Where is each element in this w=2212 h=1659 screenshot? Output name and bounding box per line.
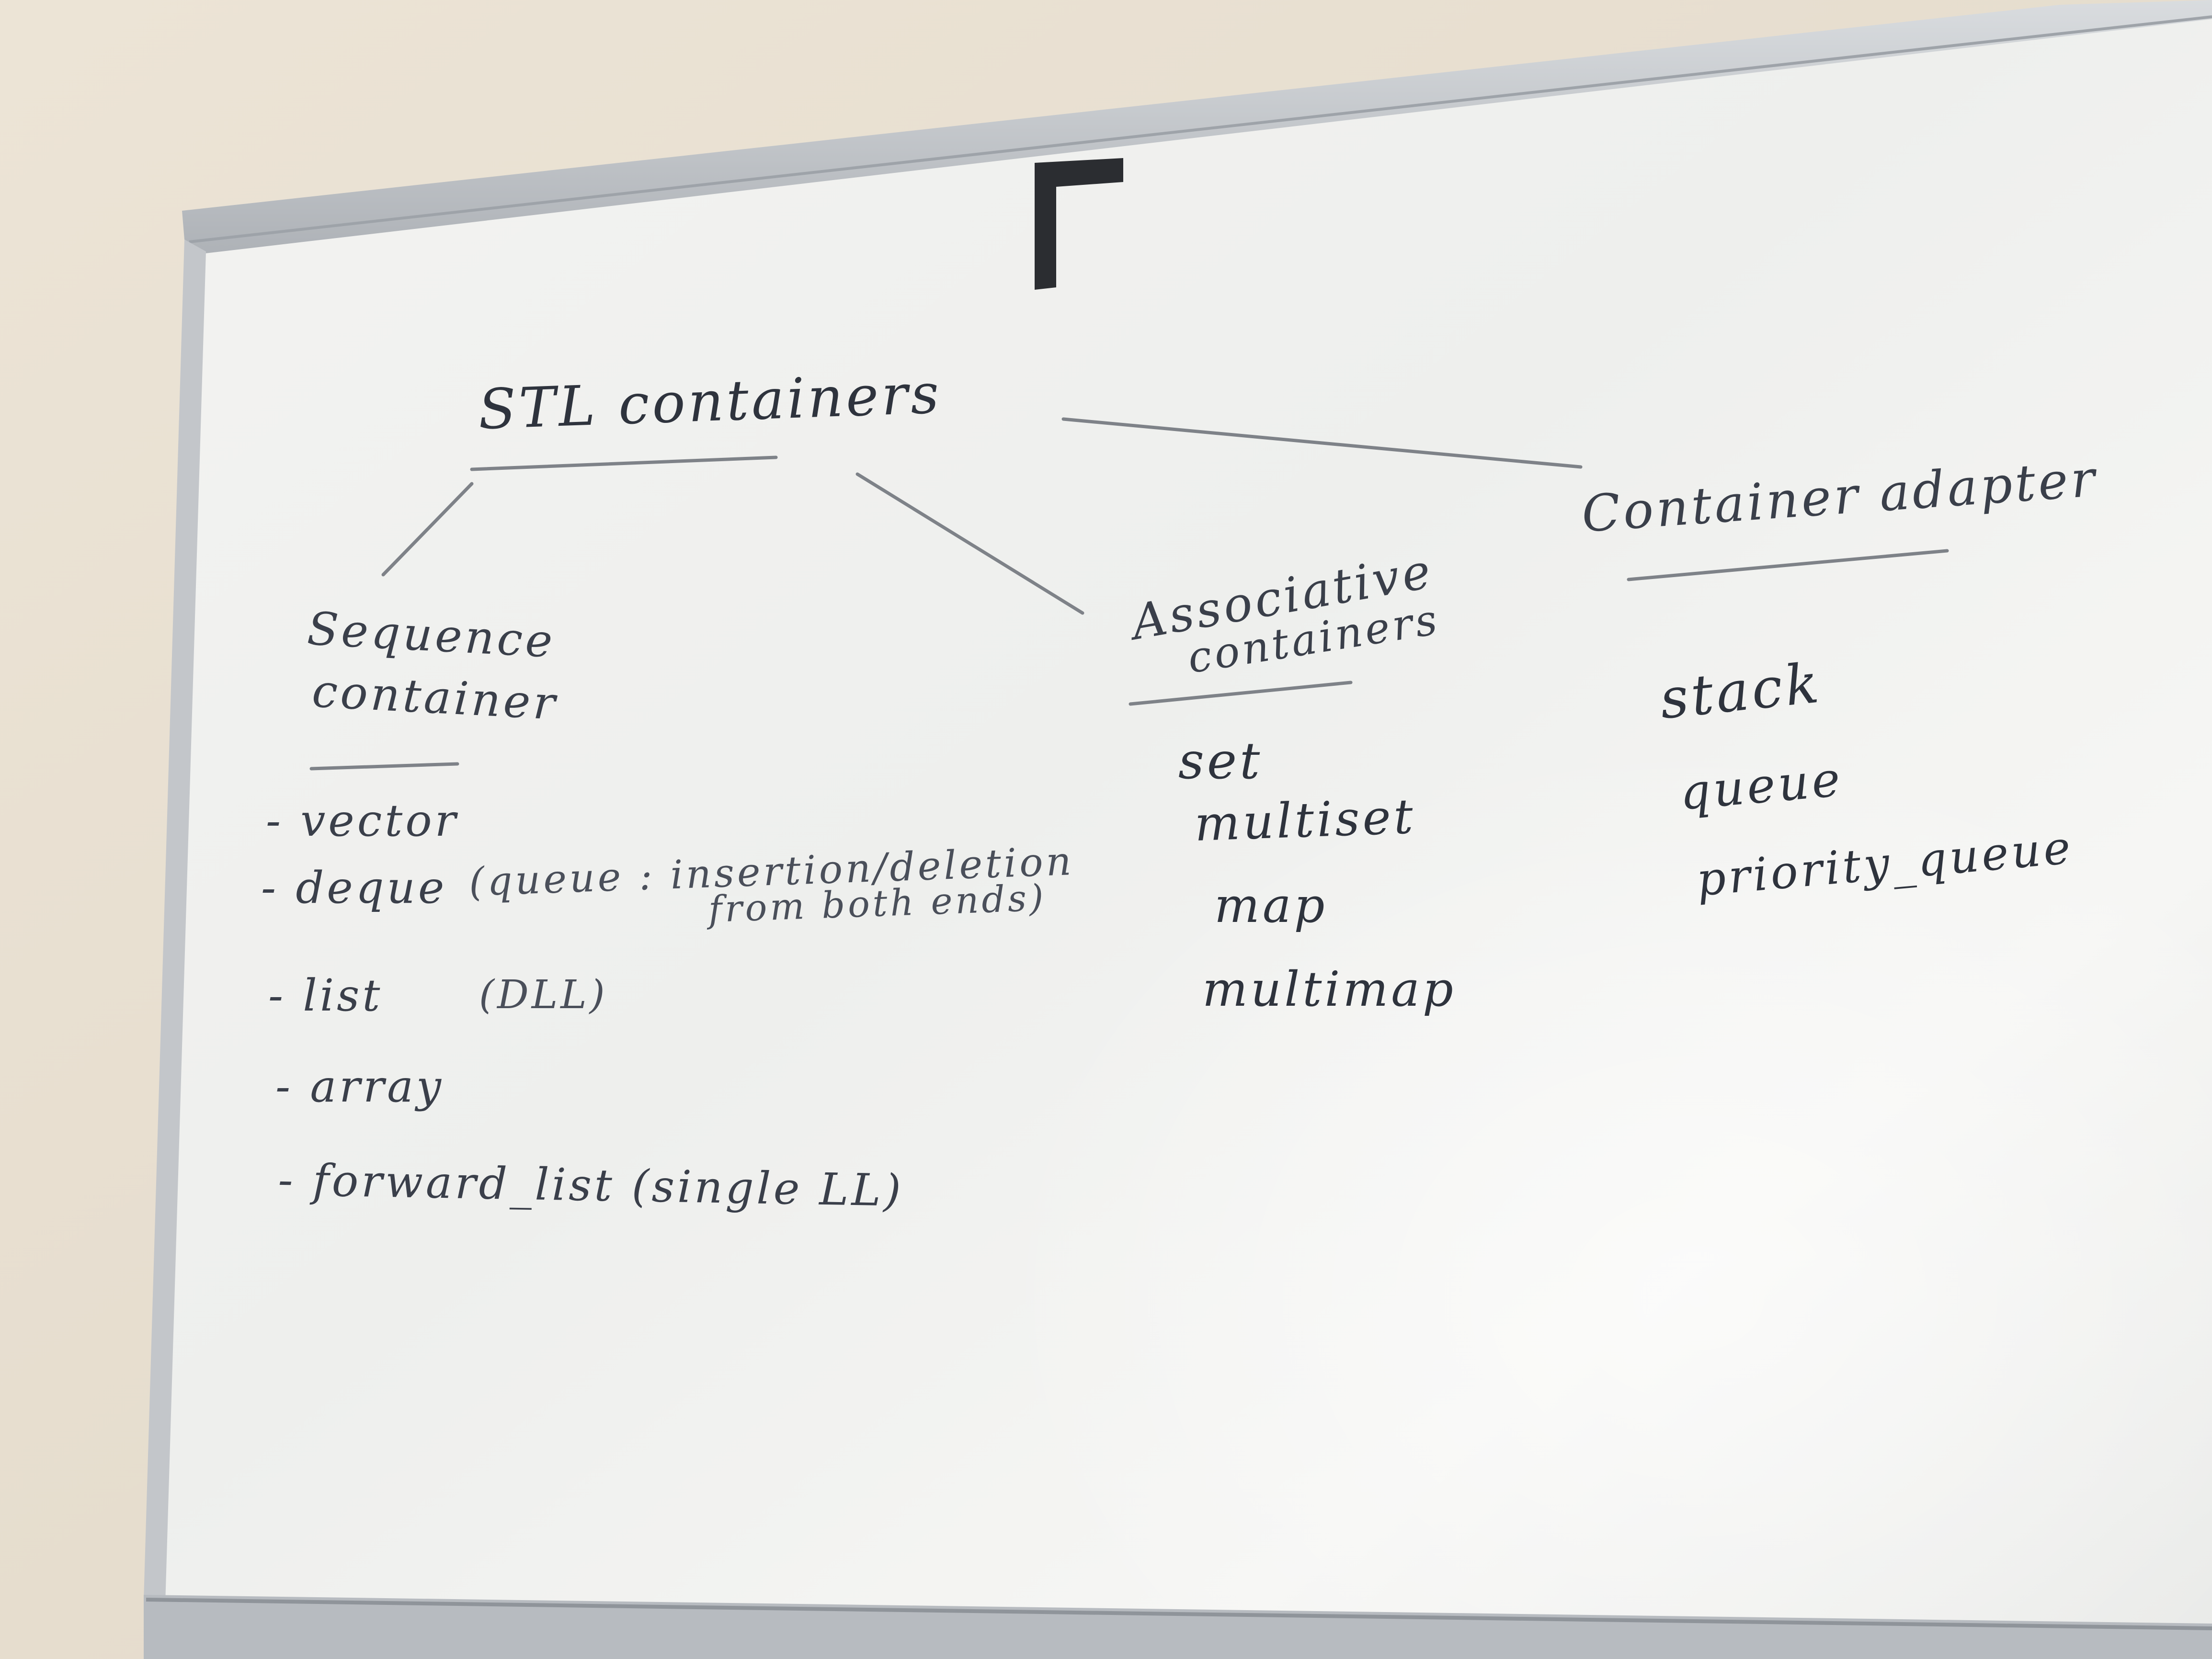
sequence-item-forward-list: - forward_list (single LL) <box>278 1154 904 1216</box>
sequence-item-vector: - vector <box>266 795 459 846</box>
sequence-item-list: - list <box>268 970 383 1021</box>
board-glare <box>158 19 2212 1659</box>
board-left-rail <box>144 239 206 1604</box>
board-bottom-tray <box>144 1595 2212 1659</box>
sequence-heading-line1: Sequence <box>306 602 557 668</box>
associative-item-set: set <box>1178 732 1263 790</box>
associative-item-multimap: multimap <box>1202 961 1456 1017</box>
sequence-item-array: - array <box>275 1061 444 1112</box>
list-note: (DLL) <box>479 972 608 1018</box>
associative-item-multiset: multiset <box>1194 788 1417 852</box>
sequence-heading-line2: container <box>311 665 559 730</box>
tape-mark <box>1035 158 1123 290</box>
associative-item-map: map <box>1214 877 1327 933</box>
sequence-item-deque: - deque <box>261 862 447 913</box>
board-top-rail <box>182 0 2212 254</box>
